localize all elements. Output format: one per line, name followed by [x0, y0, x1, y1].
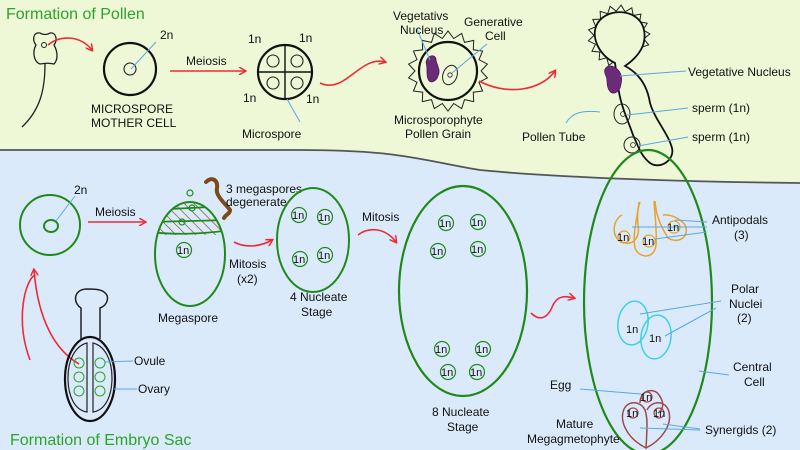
antipodal-nucleus-label: 1n	[667, 222, 679, 234]
antipodal-nucleus-label: 1n	[642, 236, 654, 248]
mother-cell-ploidy-label: 2n	[160, 28, 173, 42]
nucleus-label: 1n	[470, 367, 482, 379]
nucleus-label: 1n	[441, 367, 453, 379]
mitosis-x2-label-line1: Mitosis	[229, 257, 266, 271]
pollen-meiosis-label: Meiosis	[186, 54, 227, 68]
arrow-icon	[47, 37, 92, 50]
polar-nuclei-label-line3: (2)	[737, 311, 752, 325]
degenerate-label-line1: 3 megaspores	[226, 182, 302, 196]
mitosis-label: Mitosis	[362, 210, 399, 224]
pollen-grain-label-line2: Pollen Grain	[405, 127, 471, 141]
arrow-icon	[319, 61, 385, 86]
pollen-tube-label: Pollen Tube	[522, 130, 586, 144]
megaspore-mother-ploidy: 2n	[74, 183, 87, 197]
nucleus-label: 1n	[471, 244, 483, 256]
megaspore-mother-cell	[19, 194, 81, 256]
tetrad-ploidy-tl: 1n	[248, 32, 261, 46]
ovary-label: Ovary	[138, 382, 170, 396]
synergid-nucleus-label: 1n	[653, 408, 665, 420]
microspore-tetrad	[256, 43, 314, 123]
generative-cell-label-line2: Cell	[485, 29, 506, 43]
antipodal-nucleus-label: 1n	[617, 232, 629, 244]
anther-icon	[21, 32, 58, 128]
mature-label-line1: Mature	[556, 417, 594, 431]
ovule-label: Ovule	[134, 354, 166, 368]
tetrad-ploidy-tr: 1n	[299, 31, 312, 45]
nucleus-label: 1n	[293, 254, 305, 266]
arrow-icon	[21, 274, 36, 361]
nucleus-label: 1n	[471, 217, 483, 229]
nucleus-label: 1n	[318, 250, 330, 262]
mother-cell-label-line2: MOTHER CELL	[91, 116, 177, 130]
arrow-icon	[530, 297, 574, 319]
central-cell-label-line1: Central	[733, 360, 772, 374]
microspore-mother-cell	[102, 41, 158, 97]
synergids-label: Synergids (2)	[705, 423, 776, 437]
vegetative-nucleus-label-line1: Vegetativs	[393, 9, 448, 23]
pollen-grain	[407, 28, 489, 112]
central-cell-label-line2: Cell	[744, 375, 765, 389]
tetrad-ploidy-br: 1n	[306, 92, 319, 106]
polar-nucleus-label: 1n	[626, 324, 638, 336]
antipodals-label-line2: (3)	[734, 228, 749, 242]
eight-nucleate-label-line2: Stage	[447, 420, 479, 434]
mature-label-line2: Megagmetophyte	[527, 432, 620, 446]
mature-megagametophyte	[579, 148, 730, 450]
arrow-icon	[478, 71, 555, 91]
nucleus-label: 1n	[292, 210, 304, 222]
arrow-icon	[357, 228, 396, 242]
pollen-section-title: Formation of Pollen	[6, 6, 145, 23]
four-nucleate-label-line2: Stage	[301, 305, 333, 319]
mother-cell-label-line1: MICROSPORE	[91, 102, 173, 116]
synergid-nucleus-label: 1n	[626, 408, 638, 420]
egg-nucleus-label: 1n	[640, 392, 652, 404]
four-nucleate-label-line1: 4 Nucleate	[290, 290, 348, 304]
nucleus-label: 1n	[476, 344, 488, 356]
pollen-grain-label-line1: Microsporophyte	[394, 113, 483, 127]
degenerate-label-line2: degenerate	[226, 195, 287, 209]
section-divider	[0, 149, 800, 184]
eight-nucleate-label-line1: 8 Nucleate	[432, 405, 490, 419]
megaspore-label: Megaspore	[158, 311, 218, 325]
embryo-meiosis-label: Meiosis	[95, 205, 136, 219]
eight-nucleate-stage	[397, 184, 529, 398]
nucleus-label: 1n	[435, 344, 447, 356]
mitosis-x2-label-line2: (x2)	[237, 272, 258, 286]
ovary-pistil-icon	[63, 288, 137, 423]
polar-nucleus-label: 1n	[649, 333, 661, 345]
vegetative-nucleus-label: Vegetative Nucleus	[688, 65, 791, 79]
polar-nuclei-label-line2: Nuclei	[729, 297, 762, 311]
nucleus-label: 1n	[439, 218, 451, 230]
polar-nuclei-label-line1: Polar	[731, 282, 759, 296]
vegetative-nucleus-label-line2: Nucleus	[400, 23, 443, 37]
germinated-pollen-grain	[565, 4, 689, 167]
embryo-sac-section-title: Formation of Embryo Sac	[10, 432, 191, 449]
antipodals-label-line1: Antipodals	[712, 213, 768, 227]
sperm-label-1: sperm (1n)	[692, 101, 750, 115]
microspore-label: Microspore	[242, 127, 302, 141]
four-nucleate-stage	[276, 187, 350, 293]
generative-cell-label-line1: Generative	[464, 15, 523, 29]
megaspore-ploidy: 1n	[177, 245, 189, 257]
sperm-label-2: sperm (1n)	[692, 130, 750, 144]
tetrad-ploidy-bl: 1n	[243, 91, 256, 105]
nucleus-label: 1n	[431, 246, 443, 258]
arrow-icon	[233, 240, 272, 247]
nucleus-label: 1n	[318, 212, 330, 224]
egg-label: Egg	[550, 378, 571, 392]
